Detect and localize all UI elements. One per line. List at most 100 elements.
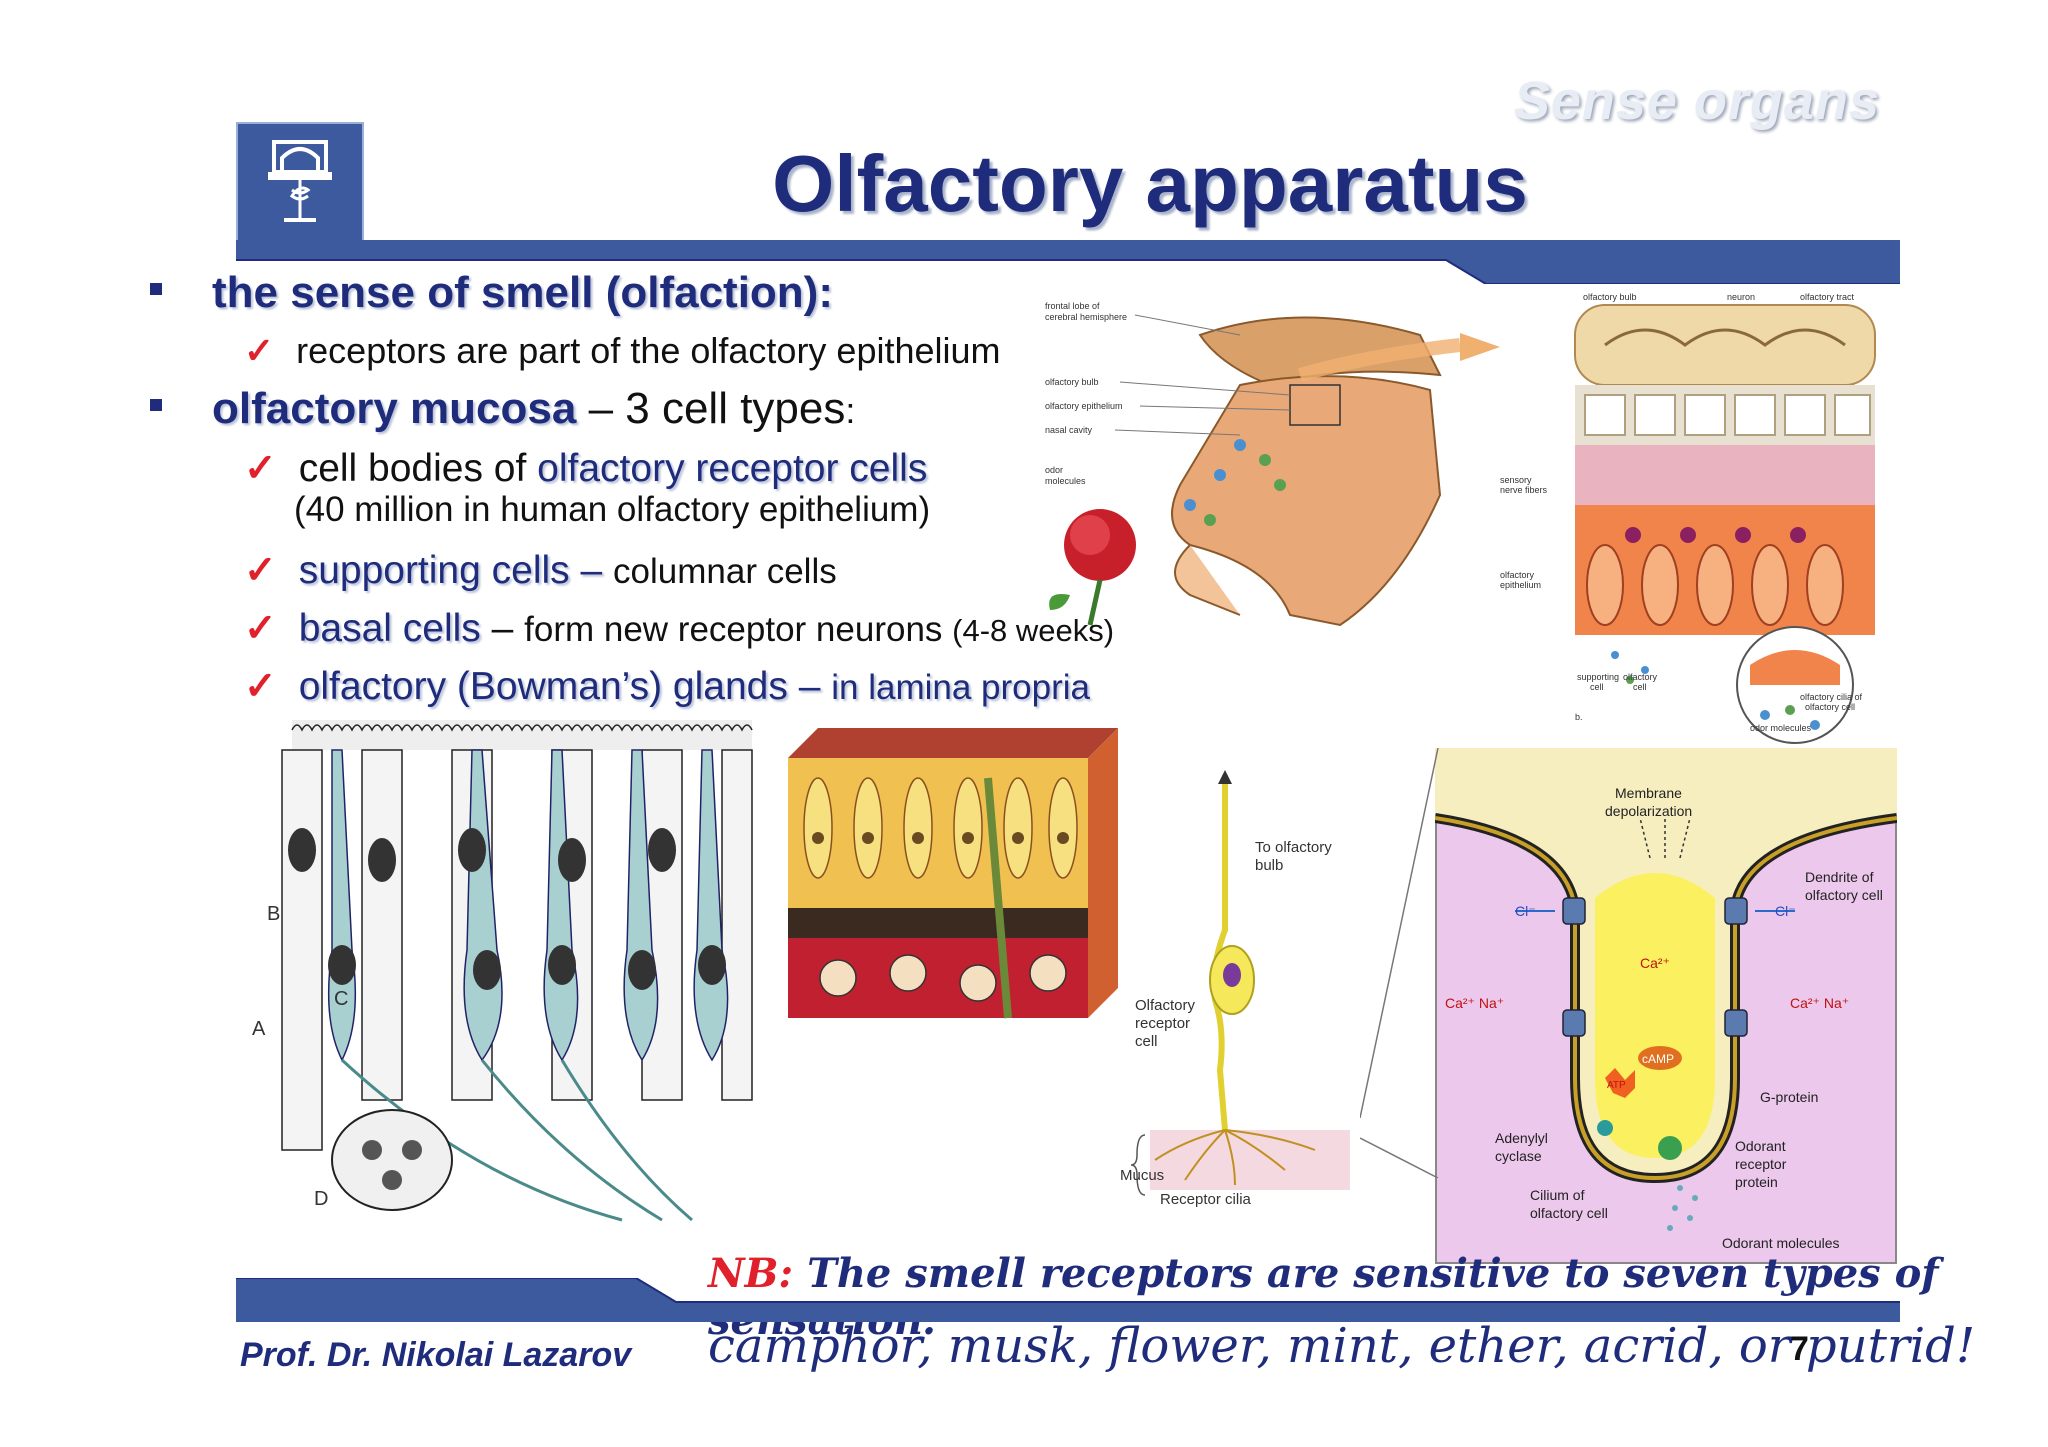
bullet-label-colon: : [845, 390, 856, 431]
sub-bullet-emph: olfactory receptor cells [537, 447, 928, 490]
sub-bullet-text: columnar cells [613, 552, 837, 591]
sub-bullet-text: in lamina propria [831, 668, 1090, 707]
epi-label-olfactory-cell-b: cell [1633, 682, 1647, 692]
nose-label-cavity: nasal cavity [1045, 425, 1093, 435]
header-divider-bar [236, 240, 1900, 284]
cilium-label-dendrite: Dendrite of [1805, 869, 1874, 885]
sub-bullet-dash: – [480, 607, 525, 650]
bullet-square-icon [150, 283, 162, 296]
cilium-label-cilium-cell: olfactory cell [1530, 1205, 1608, 1221]
receptor-label-cell: cell [1135, 1033, 1158, 1050]
cilium-label-depolarization: depolarization [1605, 803, 1692, 819]
sub-bullet-bowmans-glands: ✓ olfactory (Bowman’s) glands – in lamina… [244, 664, 1090, 709]
bullet-olfactory-mucosa: olfactory mucosa – 3 cell types: [150, 384, 855, 434]
epi-label-cilia: olfactory cilia of [1800, 692, 1863, 702]
sub-bullet-text: cell bodies of [298, 447, 538, 490]
bullet-sense-of-smell: the sense of smell (olfaction): [150, 268, 833, 318]
university-logo [236, 122, 364, 242]
sub-bullet-basal-cells: ✓ basal cells – form new receptor neurons… [244, 606, 1114, 651]
nose-label-hemisphere: cerebral hemisphere [1045, 312, 1127, 322]
cilium-label-protein: protein [1735, 1174, 1778, 1190]
sub-bullet-receptor-count: (40 million in human olfactory epitheliu… [294, 490, 931, 529]
figure-nose-section: frontal lobe of cerebral hemisphere olfa… [1045, 301, 1500, 627]
checkmark-icon: ✓ [244, 607, 277, 650]
sub-bullet-small: (4-8 weeks) [952, 613, 1115, 648]
epi-label-nerve-fibers: nerve fibers [1500, 485, 1548, 495]
receptor-label-receptor: receptor [1135, 1015, 1190, 1032]
bullet-square-icon [150, 399, 162, 412]
epi-label-tract: olfactory tract [1800, 292, 1855, 302]
cilium-label-cl-left: Cl⁻ [1515, 903, 1536, 919]
epi-label-odor-molecules: odor molecules [1750, 723, 1812, 733]
epi-label-b: b. [1575, 712, 1583, 722]
cilium-label-ca-na-left: Ca²⁺ Na⁺ [1445, 995, 1504, 1011]
zoom-connector-lines [1360, 748, 1439, 1178]
cilium-label-atp: ATP [1607, 1080, 1626, 1091]
cilium-label-cilium-of: Cilium of [1530, 1187, 1585, 1203]
drawing-label-c: C [334, 988, 348, 1010]
sub-bullet-text: form new receptor neurons [524, 610, 953, 649]
figure-epithelium-detail: olfactory bulb neuron olfactory tract se… [1500, 292, 1876, 744]
bullet-label-rest: – 3 cell types [576, 384, 846, 433]
epi-label-olfactory: olfactory [1500, 570, 1535, 580]
epi-label-sensory: sensory [1500, 475, 1532, 485]
epi-label-bulb: olfactory bulb [1583, 292, 1637, 302]
receptor-label-olfactory: Olfactory [1135, 997, 1196, 1014]
receptor-label-cilia: Receptor cilia [1160, 1191, 1252, 1208]
figure-cilium-signalling: Membrane depolarization Dendrite of olfa… [1435, 748, 1897, 1264]
nose-label-epithelium: olfactory epithelium [1045, 401, 1123, 411]
section-label: Sense organs [1513, 71, 1880, 131]
epi-label-epithelium: epithelium [1500, 580, 1541, 590]
slide-title: Olfactory apparatus [772, 139, 1528, 228]
receptor-label-bulb: bulb [1255, 857, 1283, 874]
footer-divider-bar [236, 1278, 1900, 1322]
nose-label-molecules: molecules [1045, 476, 1086, 486]
receptor-label-to-bulb: To olfactory [1255, 839, 1332, 856]
sub-bullet-receptor-cells: ✓cell bodies of olfactory receptor cells [244, 446, 927, 491]
cilium-label-odorant-molecules: Odorant molecules [1722, 1235, 1840, 1251]
cilium-label-g-protein: G-protein [1760, 1089, 1818, 1105]
epi-label-supporting-cell: cell [1590, 682, 1604, 692]
cilium-label-cl-right: Cl⁻ [1775, 903, 1796, 919]
sub-bullet-receptors: ✓ receptors are part of the olfactory epi… [244, 330, 1001, 372]
drawing-label-a: A [252, 1018, 266, 1040]
sub-bullet-supporting-cells: ✓ supporting cells – columnar cells [244, 548, 837, 593]
sub-bullet-emph: supporting cells [298, 549, 570, 592]
cilium-label-receptor: receptor [1735, 1156, 1787, 1172]
checkmark-icon: ✓ [244, 549, 277, 592]
cilium-label-ca-na-right: Ca²⁺ Na⁺ [1790, 995, 1849, 1011]
epi-label-neuron: neuron [1727, 292, 1755, 302]
figure-epithelium-block [788, 728, 1118, 1019]
nose-label-frontal: frontal lobe of [1045, 301, 1100, 311]
nose-label-odor: odor [1045, 465, 1063, 475]
footer-sensations: camphor, musk, flower, mint, ether, acri… [708, 1318, 1976, 1374]
sub-bullet-emph: basal cells [298, 607, 481, 650]
cilium-label-ca-center: Ca²⁺ [1640, 955, 1670, 971]
drawing-label-d: D [314, 1188, 328, 1210]
nb-prefix: NB: [708, 1250, 794, 1297]
figure-receptor-cell: To olfactory bulb Olfactory receptor cel… [1120, 770, 1350, 1208]
cilium-label-olfactory-cell: olfactory cell [1805, 887, 1883, 903]
cilium-label-adenylyl: Adenylyl [1495, 1130, 1548, 1146]
sub-bullet-dash: – [569, 549, 614, 592]
epi-label-olfactory-cell-a: olfactory [1623, 672, 1658, 682]
bullet-label-emph: olfactory mucosa [212, 384, 577, 433]
sub-bullet-text: receptors are part of the olfactory epit… [296, 330, 1001, 371]
receptor-label-mucus: Mucus [1120, 1167, 1164, 1184]
page-number: 7 [1790, 1330, 1809, 1368]
sub-bullet-emph: olfactory (Bowman’s) glands [298, 665, 788, 708]
footer-author: Prof. Dr. Nikolai Lazarov [240, 1336, 632, 1374]
checkmark-icon: ✓ [244, 665, 277, 708]
epi-label-cilia-cell: olfactory cell [1805, 702, 1855, 712]
sub-bullet-dash: – [787, 665, 832, 708]
epi-label-supporting: supporting [1577, 672, 1619, 682]
cilium-label-odorant: Odorant [1735, 1138, 1786, 1154]
cilium-label-camp: cAMP [1642, 1052, 1674, 1066]
checkmark-icon: ✓ [244, 330, 275, 371]
nose-label-bulb: olfactory bulb [1045, 377, 1099, 387]
drawing-label-b: B [267, 903, 280, 925]
logo-emblem-icon [268, 140, 332, 222]
cilium-label-membrane: Membrane [1615, 785, 1682, 801]
bullet-label: the sense of smell (olfaction): [212, 268, 833, 317]
cilium-label-cyclase: cyclase [1495, 1148, 1542, 1164]
